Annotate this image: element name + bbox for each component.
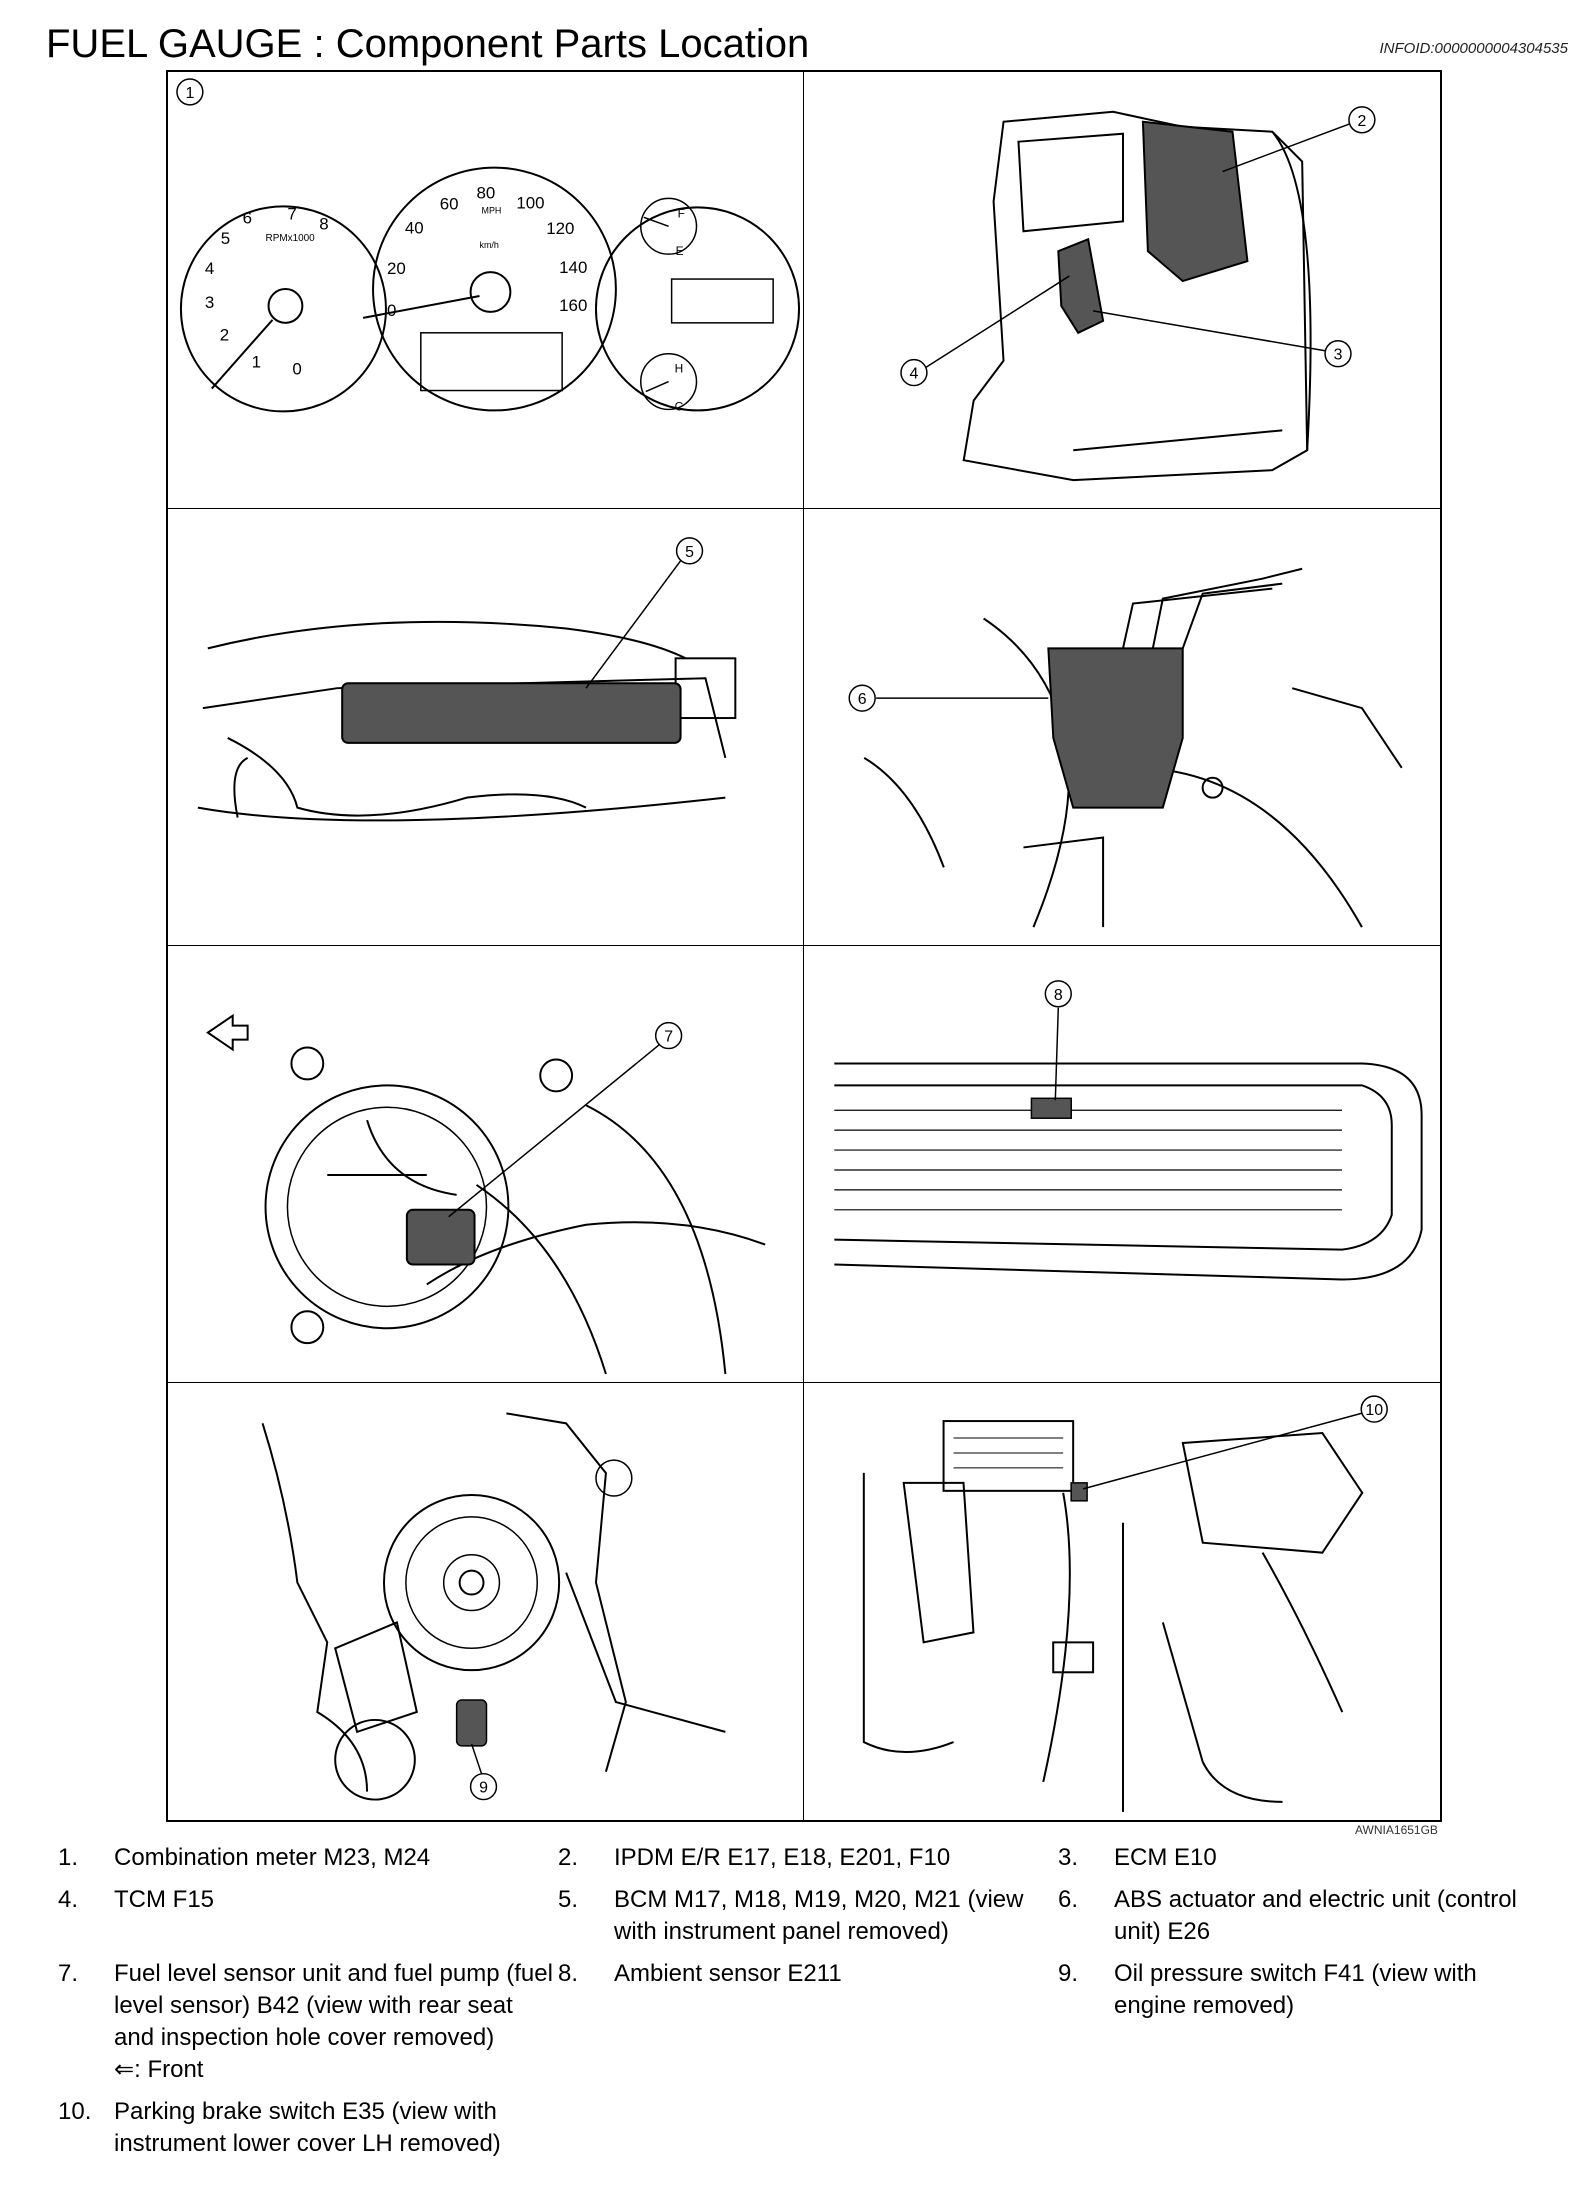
speed-unit-mph: MPH [482,205,502,215]
legend-item-7-text: Fuel level sensor unit and fuel pump (fu… [114,1960,553,2051]
panel-abs-actuator: 6 [804,509,1440,946]
callout-10: 10 [1360,1395,1388,1423]
panel-oil-pressure-switch: 9 [168,1383,804,1820]
ipdm-er-shape [1141,120,1249,283]
svg-text:2: 2 [1357,113,1366,130]
tach-unit: RPMx1000 [266,233,316,244]
callout-4: 4 [900,358,928,387]
legend-item-7: 7. Fuel level sensor unit and fuel pump … [58,1960,553,2083]
svg-text:3: 3 [1334,347,1343,364]
panel-fuel-level-sensor: 7 [168,946,804,1383]
tach-label-6: 6 [243,208,252,227]
combination-meter-illustration: 0 1 2 3 4 5 6 7 8 RPMx1000 0 20 40 60 80… [176,78,801,413]
front-arrow-icon [206,1013,249,1052]
panel-bcm: 5 [168,509,804,946]
speed-label-60: 60 [440,194,459,213]
panel-parking-brake-switch: 10 [804,1383,1440,1820]
legend-row: 10. Parking brake switch E35 (view with … [58,2096,1558,2160]
svg-text:1: 1 [185,85,194,102]
abs-actuator-shape [1047,647,1184,809]
legend-item-8: 8. Ambient sensor E211 [558,1960,842,1987]
legend-item-2: 2. IPDM E/R E17, E18, E201, F10 [558,1844,951,1871]
parts-legend: 1. Combination meter M23, M24 2. IPDM E/… [58,1842,1558,2170]
svg-text:9: 9 [479,1780,488,1797]
speed-label-100: 100 [516,193,544,212]
ambient-sensor-illustration: 8 [834,980,1423,1281]
callout-6: 6 [848,684,876,712]
tach-label-0: 0 [292,360,301,379]
svg-text:10: 10 [1365,1402,1383,1419]
fuel-empty-mark: E [676,244,684,258]
legend-item-5: 5. BCM M17, M18, M19, M20, M21 (view wit… [558,1886,1024,1945]
panel-engine-room: 2 3 4 [804,72,1440,509]
tach-label-5: 5 [221,229,230,248]
panel-ambient-sensor: 8 [804,946,1440,1383]
speed-label-120: 120 [546,219,574,238]
tach-label-2: 2 [220,326,229,345]
callout-9: 9 [469,1772,498,1801]
figure-code: AWNIA1651GB [1355,1823,1438,1837]
oil-pressure-switch-illustration: 9 [261,1412,726,1801]
ecm-tcm-shape [1057,237,1105,335]
legend-row: 4. TCM F15 5. BCM M17, M18, M19, M20, M2… [58,1884,1558,1948]
legend-row: 1. Combination meter M23, M24 2. IPDM E/… [58,1842,1558,1874]
bcm-illustration: 5 [197,537,737,822]
tach-label-4: 4 [205,259,214,278]
svg-text:4: 4 [910,366,919,383]
tach-label-8: 8 [319,214,328,233]
engine-room-illustration: 2 3 4 [900,106,1376,482]
callout-7: 7 [654,1021,683,1050]
legend-item-9: 9. Oil pressure switch F41 (view with en… [1058,1960,1477,2019]
figure-grid: 0 1 2 3 4 5 6 7 8 RPMx1000 0 20 40 60 80… [166,70,1442,1822]
tach-label-1: 1 [252,353,261,372]
callout-1: 1 [176,78,204,106]
tach-label-7: 7 [287,204,296,223]
bcm-shape [341,682,682,744]
legend-item-4: 4. TCM F15 [58,1886,215,1913]
legend-item-10: 10. Parking brake switch E35 (view with … [58,2098,501,2157]
ambient-sensor-shape [1030,1097,1072,1119]
svg-text:5: 5 [685,544,694,561]
fuel-full-mark: F [678,206,685,220]
speed-label-140: 140 [559,258,587,277]
speed-label-20: 20 [387,259,406,278]
callout-2: 2 [1348,106,1376,134]
speed-unit-kmh: km/h [480,240,499,250]
legend-row: 7. Fuel level sensor unit and fuel pump … [58,1958,1558,2086]
speed-label-0: 0 [387,301,396,320]
panel-combination-meter: 0 1 2 3 4 5 6 7 8 RPMx1000 0 20 40 60 80… [168,72,804,509]
oil-pressure-switch-shape [455,1699,488,1747]
fuel-level-sensor-illustration: 7 [206,1013,766,1375]
tach-label-3: 3 [205,293,214,312]
front-note: ⇐: Front [114,2056,204,2083]
speed-label-40: 40 [405,218,424,237]
svg-text:6: 6 [858,691,867,708]
page-title: FUEL GAUGE : Component Parts Location [46,22,810,66]
speed-label-80: 80 [477,183,496,202]
speed-label-160: 160 [559,296,587,315]
temp-hot-mark: H [675,362,684,376]
fuel-sensor-connector-shape [405,1208,476,1266]
legend-item-6: 6. ABS actuator and electric unit (contr… [1058,1886,1517,1945]
info-id: INFOID:0000000004304535 [1379,40,1568,57]
abs-actuator-illustration: 6 [848,567,1403,928]
svg-text:7: 7 [664,1029,673,1046]
temp-cold-mark: C [675,399,684,413]
callout-3: 3 [1324,340,1352,368]
parking-brake-switch-illustration: 10 [862,1395,1388,1812]
svg-text:8: 8 [1054,987,1063,1004]
legend-item-1: 1. Combination meter M23, M24 [58,1844,431,1871]
callout-8: 8 [1044,980,1072,1008]
callout-5: 5 [675,537,704,565]
parking-brake-switch-shape [1070,1482,1088,1502]
legend-item-3: 3. ECM E10 [1058,1844,1217,1871]
